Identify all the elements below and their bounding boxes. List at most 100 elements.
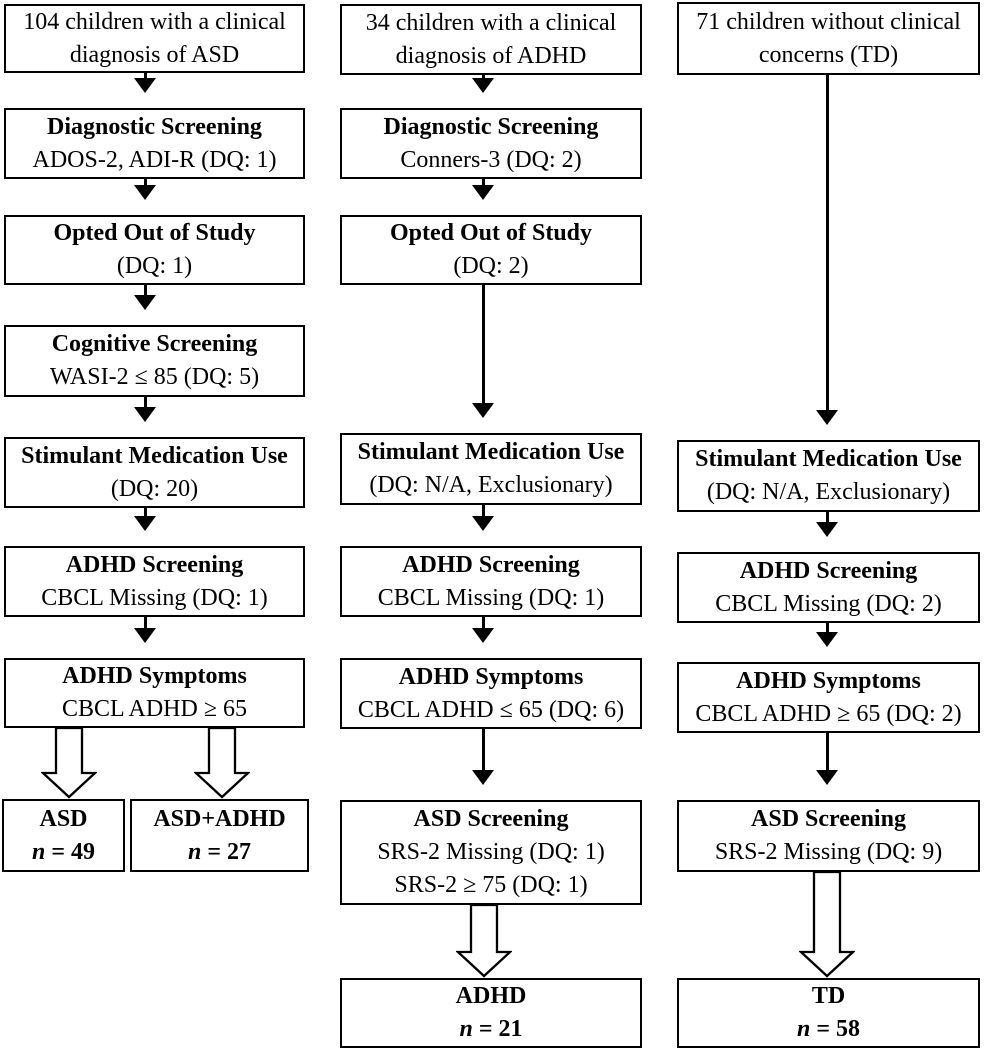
entry-box-asd: 104 children with a clinical diagnosis o… — [4, 4, 305, 73]
box-detail: (DQ: 20) — [110, 475, 199, 502]
arrow-stem — [143, 396, 147, 407]
box-title: Stimulant Medication Use — [21, 442, 288, 469]
hollow-outcome-arrow — [456, 904, 512, 978]
step-box-cognitive-screening-asd: Cognitive Screening WASI-2 ≤ 85 (DQ: 5) — [4, 325, 305, 397]
arrowhead-icon — [134, 78, 156, 108]
box-title: Diagnostic Screening — [383, 113, 599, 140]
arrowhead-icon — [472, 185, 494, 215]
flow-arrow — [134, 285, 156, 325]
arrow-stem — [825, 623, 829, 632]
arrow-stem — [143, 72, 147, 78]
entry-line: diagnosis of ASD — [69, 41, 240, 68]
entry-box-td: 71 children without clinical concerns (T… — [677, 2, 980, 75]
box-title: ADHD Screening — [739, 557, 918, 584]
box-title: ADHD Symptoms — [398, 663, 584, 690]
box-detail: (DQ: N/A, Exclusionary) — [706, 479, 951, 505]
arrow-stem — [481, 75, 485, 78]
outcome-label: ASD+ADHD — [153, 805, 286, 832]
flow-arrow — [816, 733, 838, 800]
box-title: Cognitive Screening — [51, 331, 258, 357]
outcome-label: ADHD — [455, 983, 527, 1009]
box-title: Stimulant Medication Use — [357, 439, 625, 465]
outcome-label: TD — [811, 983, 846, 1009]
flow-arrow — [134, 179, 156, 215]
arrowhead-icon — [134, 516, 156, 546]
flow-arrow — [134, 508, 156, 546]
arrow-stem — [481, 617, 485, 628]
box-detail: (DQ: 1) — [116, 253, 193, 279]
entry-line: 71 children without clinical — [696, 8, 961, 35]
arrow-stem — [481, 179, 485, 185]
step-box-opted-out-asd: Opted Out of Study (DQ: 1) — [4, 215, 305, 285]
box-title: ADHD Symptoms — [736, 667, 921, 694]
entry-box-adhd: 34 children with a clinical diagnosis of… — [340, 4, 642, 75]
arrowhead-icon — [816, 632, 838, 662]
flow-arrow — [472, 617, 494, 658]
flow-arrow — [816, 623, 838, 662]
step-box-diagnostic-screening-asd: Diagnostic Screening ADOS-2, ADI-R (DQ: … — [4, 108, 305, 179]
flow-arrow — [472, 285, 494, 433]
box-detail: SRS-2 Missing (DQ: 9) — [714, 839, 943, 865]
flow-arrow — [472, 179, 494, 215]
arrow-stem — [143, 179, 147, 185]
outcome-n: n= 58 — [796, 1016, 861, 1042]
box-detail: SRS-2 ≥ 75 (DQ: 1) — [394, 872, 588, 898]
box-detail: CBCL Missing (DQ: 1) — [377, 584, 605, 611]
arrow-stem — [825, 512, 829, 522]
outcome-box-asd: ASD n= 49 — [2, 799, 125, 872]
arrowhead-icon — [472, 770, 494, 800]
step-box-asd-screening-td: ASD Screening SRS-2 Missing (DQ: 9) — [677, 800, 980, 872]
entry-line: 34 children with a clinical — [365, 9, 617, 36]
entry-line: 104 children with a clinical — [23, 8, 286, 35]
flow-arrow — [134, 396, 156, 437]
arrow-stem — [143, 508, 147, 516]
outcome-box-adhd: ADHD n= 21 — [340, 978, 642, 1048]
flow-arrow — [134, 72, 156, 108]
step-box-stimulant-medication-adhd: Stimulant Medication Use (DQ: N/A, Exclu… — [340, 433, 642, 505]
arrow-stem — [481, 505, 485, 516]
entry-line: concerns (TD) — [758, 41, 899, 68]
flow-arrow — [472, 729, 494, 800]
arrowhead-icon — [134, 628, 156, 658]
arrowhead-icon — [816, 770, 838, 800]
flow-arrow — [134, 617, 156, 658]
arrowhead-icon — [472, 403, 494, 433]
box-detail: Conners-3 (DQ: 2) — [400, 146, 582, 173]
flow-arrow — [472, 75, 494, 108]
outcome-n: n= 27 — [187, 838, 252, 865]
box-title: ADHD Symptoms — [62, 663, 247, 689]
box-detail: CBCL ADHD ≤ 65 (DQ: 6) — [357, 696, 625, 723]
step-box-asd-screening-adhd: ASD Screening SRS-2 Missing (DQ: 1) SRS-… — [340, 800, 642, 905]
box-detail: ADOS-2, ADI-R (DQ: 1) — [32, 146, 277, 173]
arrowhead-icon — [134, 407, 156, 437]
hollow-outcome-arrow — [194, 727, 250, 799]
step-box-adhd-screening-asd: ADHD Screening CBCL Missing (DQ: 1) — [4, 546, 305, 617]
arrow-stem — [825, 733, 829, 770]
box-detail: WASI-2 ≤ 85 (DQ: 5) — [49, 364, 260, 390]
box-title: Opted Out of Study — [389, 220, 593, 246]
step-box-adhd-screening-td: ADHD Screening CBCL Missing (DQ: 2) — [677, 552, 980, 623]
box-detail: (DQ: N/A, Exclusionary) — [369, 472, 613, 498]
step-box-stimulant-medication-asd: Stimulant Medication Use (DQ: 20) — [4, 437, 305, 508]
flow-arrow — [816, 75, 838, 440]
box-detail: SRS-2 Missing (DQ: 1) — [377, 839, 605, 865]
arrow-stem — [481, 285, 485, 403]
outcome-label: ASD — [39, 805, 88, 832]
box-detail: CBCL Missing (DQ: 2) — [715, 590, 942, 617]
arrow-stem — [481, 729, 485, 770]
box-title: Diagnostic Screening — [47, 113, 262, 140]
step-box-adhd-screening-adhd: ADHD Screening CBCL Missing (DQ: 1) — [340, 546, 642, 617]
arrowhead-icon — [134, 185, 156, 215]
box-title: ASD Screening — [413, 806, 569, 832]
step-box-opted-out-adhd: Opted Out of Study (DQ: 2) — [340, 215, 642, 285]
arrowhead-icon — [816, 522, 838, 552]
step-box-adhd-symptoms-adhd: ADHD Symptoms CBCL ADHD ≤ 65 (DQ: 6) — [340, 658, 642, 729]
outcome-box-asd-adhd: ASD+ADHD n= 27 — [130, 799, 309, 872]
step-box-stimulant-medication-td: Stimulant Medication Use (DQ: N/A, Exclu… — [677, 440, 980, 512]
arrow-stem — [825, 75, 829, 410]
box-detail: CBCL Missing (DQ: 1) — [41, 584, 268, 611]
hollow-outcome-arrow — [41, 727, 97, 799]
arrowhead-icon — [816, 410, 838, 440]
arrowhead-icon — [472, 516, 494, 546]
